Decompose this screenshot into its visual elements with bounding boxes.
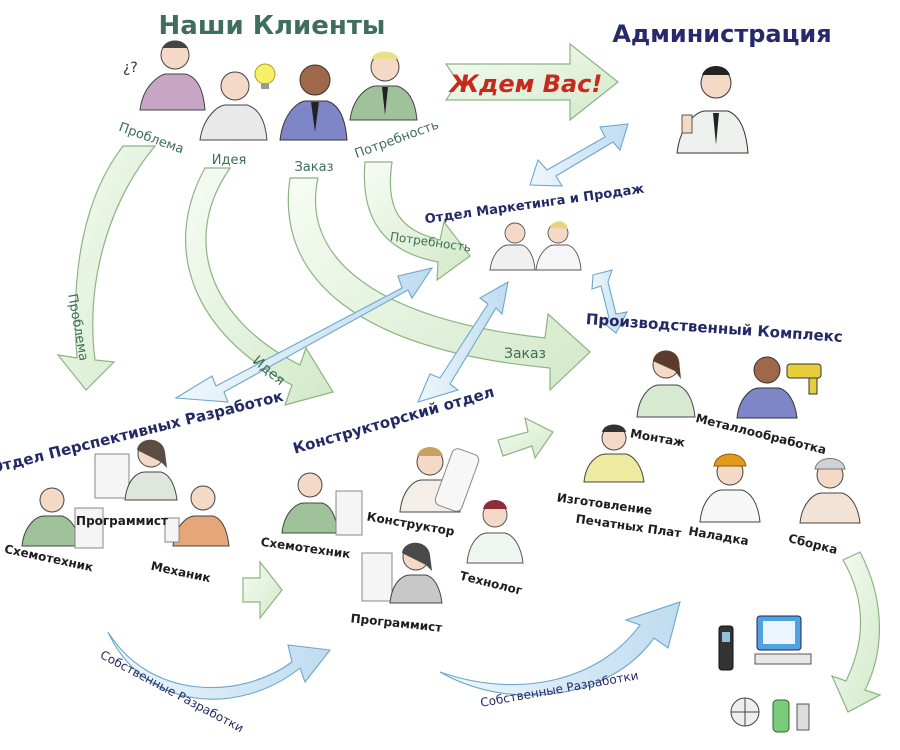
design-figures bbox=[281, 447, 524, 604]
green-flow-arrows bbox=[56, 42, 882, 713]
role-design-circuit: Схемотехник bbox=[260, 535, 351, 561]
arrow-research-to-design bbox=[242, 560, 283, 620]
role-research-programmer: Программист bbox=[76, 514, 168, 528]
design-programmer-icon bbox=[361, 542, 443, 604]
thinking-man-icon: ¿? bbox=[123, 40, 206, 111]
assembly-builder-icon bbox=[799, 458, 861, 524]
arrow-marketing-admin bbox=[529, 123, 629, 187]
role-prod-tuning: Наладка bbox=[687, 524, 749, 548]
idea-man-lightbulb-icon bbox=[199, 63, 276, 141]
role-prod-pcb-line1: Изготовление bbox=[556, 490, 653, 517]
role-prod-build: Сборка bbox=[787, 531, 839, 557]
arrow-marketing-production bbox=[591, 269, 629, 334]
production-title: Производственный Комплекс bbox=[585, 310, 843, 346]
client-label-idea: Идея bbox=[212, 153, 247, 168]
marketing-title: Отдел Маркетинга и Продаж bbox=[424, 182, 645, 228]
production-figures bbox=[583, 350, 861, 524]
role-design-programmer: Программист bbox=[350, 611, 443, 635]
telecom-equipment-icon bbox=[718, 615, 812, 733]
welcome-arrow bbox=[444, 42, 619, 122]
research-figures bbox=[21, 439, 230, 549]
tuning-worker-hardhat-icon bbox=[699, 453, 761, 523]
role-design-technologist: Технолог bbox=[458, 569, 523, 598]
arrow-own-dev-left bbox=[107, 631, 332, 700]
role-research-mechanic: Механик bbox=[150, 559, 212, 585]
arrow-problem-to-research bbox=[56, 145, 157, 391]
order-man-icon bbox=[279, 64, 348, 141]
two-managers-icon bbox=[489, 221, 582, 271]
role-design-engineer: Конструктор bbox=[366, 509, 456, 538]
role-prod-pcb-line2: Печатных Плат bbox=[575, 512, 682, 541]
admin-title: Администрация bbox=[612, 20, 831, 48]
clients-title: Наши Клиенты bbox=[159, 11, 386, 41]
design-engineer-icon bbox=[399, 447, 480, 513]
arrow-idea-to-design bbox=[185, 167, 334, 406]
arrow-design-marketing bbox=[417, 280, 509, 403]
arrow-design-to-production bbox=[497, 416, 554, 460]
blue-flow-arrows bbox=[107, 123, 681, 700]
flow-label-order: Заказ bbox=[504, 346, 546, 362]
arrow-order-to-production bbox=[287, 177, 591, 392]
client-figures: ¿? bbox=[123, 40, 418, 141]
mechanic-icon bbox=[164, 485, 230, 547]
technologist-icon bbox=[466, 500, 524, 564]
circuit-engineer-icon bbox=[21, 487, 104, 549]
need-man-icon bbox=[349, 51, 418, 121]
welcome-text: Ждем Вас! bbox=[448, 70, 603, 98]
arrow-need-to-marketing bbox=[363, 161, 471, 282]
svg-text:¿?: ¿? bbox=[123, 60, 138, 76]
pcb-worker-icon bbox=[583, 424, 645, 483]
metalworker-drill-icon bbox=[736, 356, 822, 419]
arrow-own-dev-right bbox=[439, 601, 681, 696]
arrow-research-marketing bbox=[174, 267, 434, 403]
arrow-production-to-equipment bbox=[830, 551, 882, 713]
assembly-worker-icon bbox=[636, 350, 696, 418]
client-label-need: Потребность bbox=[353, 118, 441, 162]
design-circuit-icon bbox=[281, 472, 363, 536]
role-prod-assembly: Монтаж bbox=[629, 426, 686, 449]
programmer-icon bbox=[94, 439, 178, 501]
client-label-order: Заказ bbox=[294, 160, 333, 175]
administrator-icon bbox=[676, 66, 749, 154]
